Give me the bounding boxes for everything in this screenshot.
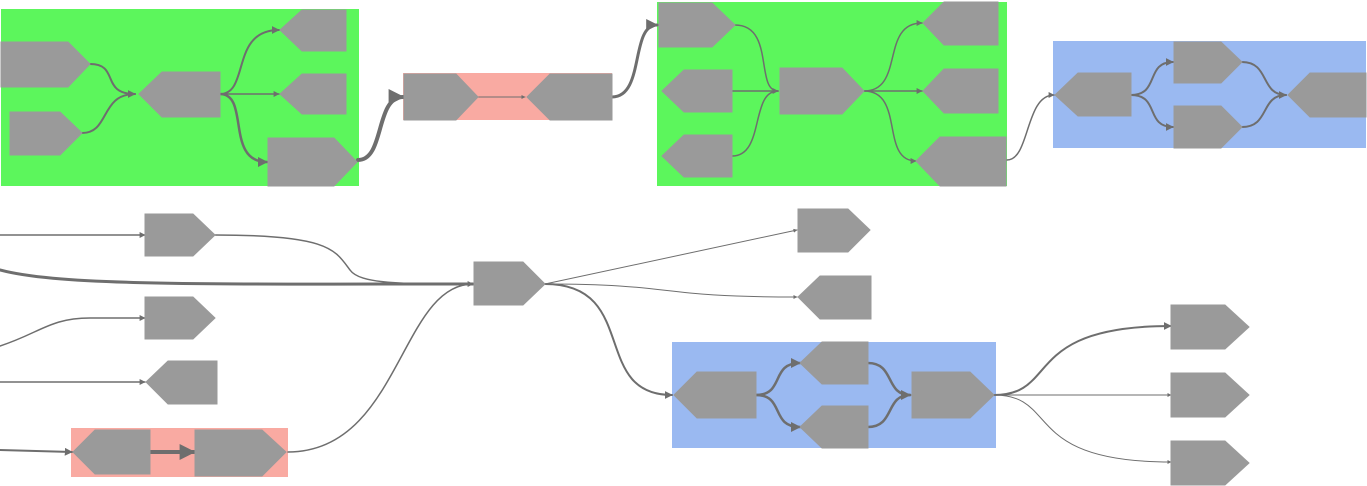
edge-n8-n9 bbox=[610, 19, 659, 99]
node-n1 bbox=[0, 41, 91, 88]
node-b16 bbox=[1170, 440, 1250, 486]
node-n7 bbox=[403, 73, 479, 121]
node-b5 bbox=[72, 429, 151, 475]
node-b9 bbox=[797, 275, 872, 320]
edge-b7-b8 bbox=[544, 228, 798, 285]
node-b10 bbox=[673, 371, 757, 419]
edge-n1-n3 bbox=[89, 63, 136, 98]
edge-n2-n3 bbox=[81, 93, 136, 134]
node-n12 bbox=[779, 67, 865, 115]
edge-b11-b13 bbox=[866, 361, 912, 400]
edge-n3-n6 bbox=[218, 92, 269, 167]
node-n9 bbox=[658, 2, 736, 48]
node-b6 bbox=[194, 429, 287, 477]
node-b11 bbox=[799, 341, 869, 385]
node-n10 bbox=[661, 69, 733, 113]
edge-n9-n12 bbox=[734, 24, 779, 92]
edge-n3-n4 bbox=[219, 26, 280, 95]
node-n13 bbox=[922, 1, 999, 46]
node-b13 bbox=[911, 371, 995, 419]
edge-b12-b13 bbox=[866, 393, 912, 429]
node-n5 bbox=[279, 73, 347, 115]
edge-b7-b9 bbox=[544, 283, 798, 299]
edge-b6-b7 bbox=[287, 283, 474, 453]
edge-b13-b16 bbox=[993, 394, 1172, 464]
node-b3 bbox=[145, 360, 218, 405]
node-n2 bbox=[9, 111, 83, 156]
node-n15 bbox=[915, 136, 1007, 187]
edge-b13-b14 bbox=[993, 322, 1172, 396]
node-n18 bbox=[1173, 105, 1243, 149]
node-n14 bbox=[922, 68, 999, 114]
edge-n17-n19 bbox=[1241, 61, 1287, 99]
edge-n15-n16 bbox=[1006, 92, 1055, 161]
node-b2 bbox=[144, 296, 216, 340]
node-n3 bbox=[138, 71, 221, 118]
node-n8 bbox=[526, 73, 613, 121]
node-b8 bbox=[797, 208, 871, 253]
edge-b10-b11 bbox=[754, 358, 802, 397]
edge-in5-b5 bbox=[0, 447, 73, 456]
node-n19 bbox=[1287, 72, 1367, 118]
node-b1 bbox=[144, 213, 216, 257]
edge-n16-n17 bbox=[1130, 58, 1174, 96]
node-n17 bbox=[1173, 41, 1243, 84]
node-b7 bbox=[473, 261, 546, 306]
node-n16 bbox=[1054, 72, 1132, 117]
node-n11 bbox=[661, 134, 733, 178]
edge-b7-b10 bbox=[544, 283, 673, 399]
edge-n12-n15 bbox=[863, 90, 917, 164]
node-n4 bbox=[279, 9, 347, 52]
edge-n6-n7 bbox=[356, 89, 405, 162]
node-b15 bbox=[1170, 372, 1250, 418]
edge-in2-b7 bbox=[0, 268, 475, 286]
edge-n11-n12 bbox=[731, 90, 779, 157]
edge-b1-b7 bbox=[214, 234, 474, 287]
node-n6 bbox=[267, 137, 358, 187]
edge-n16-n18 bbox=[1130, 94, 1174, 131]
node-b12 bbox=[799, 405, 869, 449]
edges bbox=[0, 19, 1287, 464]
edge-b10-b12 bbox=[754, 393, 802, 432]
edge-n18-n19 bbox=[1241, 94, 1287, 128]
edge-in3-b2 bbox=[0, 315, 146, 347]
node-b14 bbox=[1170, 304, 1250, 350]
edge-n12-n13 bbox=[863, 20, 923, 92]
